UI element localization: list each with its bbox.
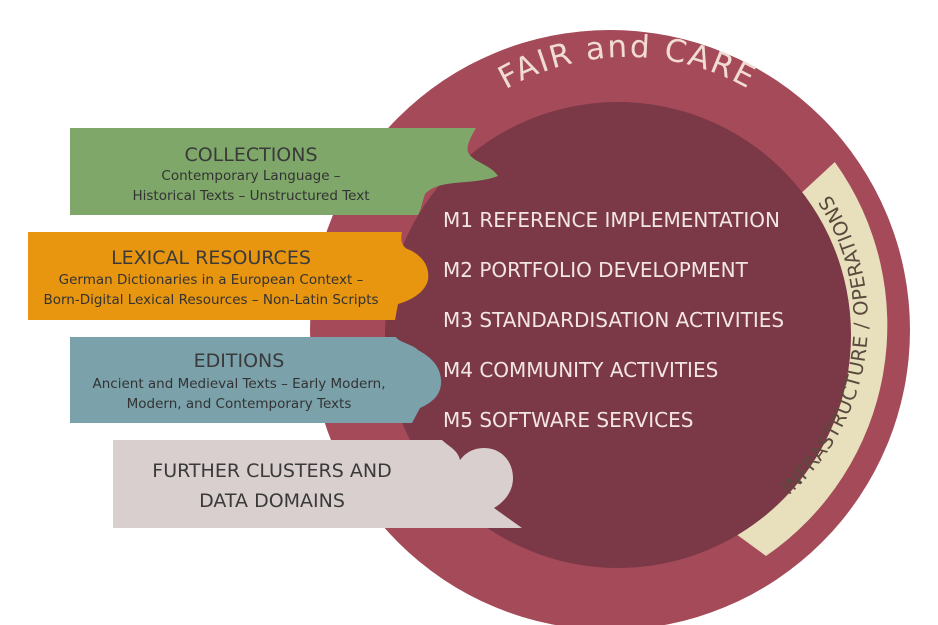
inner-item-m5: M5 SOFTWARE SERVICES	[443, 408, 693, 432]
further-line-2: DATA DOMAINS	[199, 490, 345, 512]
editions-line-1: Ancient and Medieval Texts – Early Moder…	[93, 376, 386, 392]
inner-circle	[385, 102, 851, 568]
tab-lexical-resources: LEXICAL RESOURCES German Dictionaries in…	[28, 232, 429, 320]
inner-item-m3: M3 STANDARDISATION ACTIVITIES	[443, 308, 784, 332]
further-line-1: FURTHER CLUSTERS AND	[152, 460, 391, 482]
inner-item-m4: M4 COMMUNITY ACTIVITIES	[443, 358, 718, 382]
inner-item-m2: M2 PORTFOLIO DEVELOPMENT	[443, 258, 749, 282]
editions-line-2: Modern, and Contemporary Texts	[127, 396, 352, 412]
lexical-line-2: Born-Digital Lexical Resources – Non-Lat…	[43, 292, 378, 308]
editions-title: EDITIONS	[194, 350, 285, 372]
collections-title: COLLECTIONS	[184, 144, 317, 166]
collections-line-2: Historical Texts – Unstructured Text	[132, 188, 369, 204]
tab-editions: EDITIONS Ancient and Medieval Texts – Ea…	[70, 337, 442, 423]
lexical-line-1: German Dictionaries in a European Contex…	[59, 272, 364, 288]
inner-item-m1: M1 REFERENCE IMPLEMENTATION	[443, 208, 780, 232]
infrastructure-operations-band	[709, 162, 888, 556]
lexical-title: LEXICAL RESOURCES	[111, 247, 311, 269]
collections-line-1: Contemporary Language –	[161, 168, 340, 184]
tab-collections: COLLECTIONS Contemporary Language – Hist…	[70, 128, 498, 215]
tab-further-clusters: FURTHER CLUSTERS AND DATA DOMAINS	[113, 440, 522, 528]
